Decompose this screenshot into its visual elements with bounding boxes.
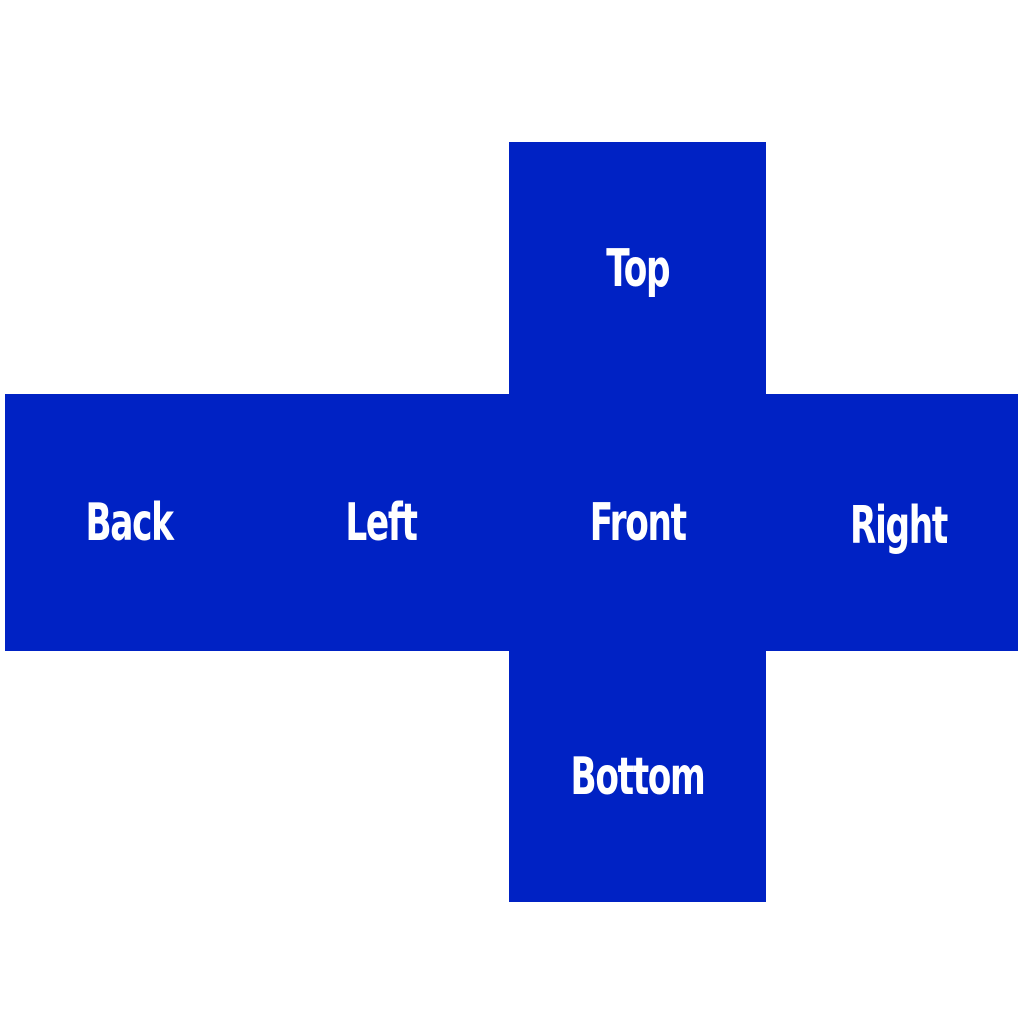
face-back: Back <box>5 394 253 651</box>
face-left-label: Left <box>345 492 418 553</box>
face-front-label: Front <box>589 492 686 553</box>
face-left: Left <box>252 394 510 651</box>
face-top-label: Top <box>605 238 670 299</box>
face-right: Right <box>765 394 1018 651</box>
face-top: Top <box>509 142 766 395</box>
face-back-label: Back <box>85 492 174 553</box>
face-right-label: Right <box>850 495 948 556</box>
face-bottom-label: Bottom <box>570 747 706 807</box>
face-front: Front <box>509 394 766 651</box>
face-bottom: Bottom <box>509 650 766 902</box>
